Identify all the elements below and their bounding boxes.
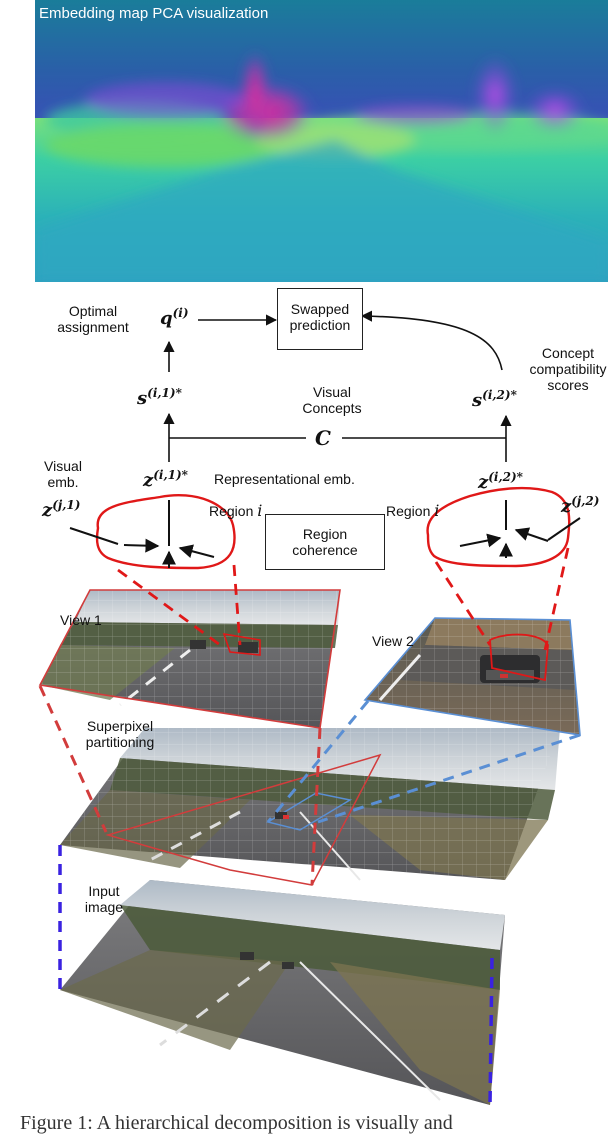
input-image-line2: image <box>84 899 124 915</box>
s1-base: s <box>137 388 148 409</box>
z1-sup: (i,1)* <box>153 468 188 482</box>
region-outline-left <box>95 494 236 570</box>
zj2-symbol: z(j,2) <box>561 494 599 517</box>
s2-sup: (i,2)* <box>482 388 517 402</box>
region-coherence-line1: Region <box>302 526 348 542</box>
region-right-text: Region <box>386 503 431 519</box>
swapped-prediction-line1: Swapped <box>290 301 350 317</box>
region-right-label: Region i <box>386 501 440 520</box>
figure-caption: Figure 1: A hierarchical decomposition i… <box>20 1112 453 1134</box>
concept-compatibility-line3: scores <box>547 377 589 393</box>
plane-connectors <box>38 685 581 1106</box>
z1-symbol: z(i,1)* <box>143 468 188 491</box>
input-image-label: Input image <box>74 883 134 915</box>
view2-label: View 2 <box>372 633 414 649</box>
zj2-base: z <box>561 496 572 517</box>
swapped-prediction-box: Swapped prediction <box>277 288 363 350</box>
region-connectors <box>117 547 570 651</box>
superpixel-line2: partitioning <box>85 734 155 750</box>
swapped-prediction-line2: prediction <box>289 317 351 333</box>
zj2-sup: (j,2) <box>571 494 600 508</box>
q-sup: (i) <box>172 306 189 320</box>
superpixel-plane <box>60 728 560 886</box>
input-image-plane <box>60 880 505 1105</box>
region-left-label: Region i <box>209 501 263 520</box>
pca-title: Embedding map PCA visualization <box>39 5 269 22</box>
pca-visualization <box>35 0 608 282</box>
region-outline-right <box>426 486 571 568</box>
visual-concepts-line2: Concepts <box>302 400 362 416</box>
s2-symbol: s(i,2)* <box>472 388 517 411</box>
c-symbol: C <box>315 426 331 450</box>
zj1-base: z <box>42 500 53 521</box>
visual-concepts-line1: Visual <box>313 384 351 400</box>
representational-emb-label: Representational emb. <box>214 471 355 487</box>
concept-compatibility-line2: compatibility <box>529 361 607 377</box>
s2-base: s <box>472 390 483 411</box>
superpixel-partitioning-label: Superpixel partitioning <box>70 718 170 750</box>
zj1-sup: (j,1) <box>52 498 81 512</box>
visual-emb-line1: Visual <box>44 458 82 474</box>
view1-label: View 1 <box>60 612 102 628</box>
region-left-text: Region <box>209 503 254 519</box>
region-right-var: i <box>434 501 440 520</box>
view1-plane <box>38 589 341 729</box>
input-image-line1: Input <box>88 883 120 899</box>
q-symbol: q(i) <box>160 306 189 329</box>
optimal-assignment-line2: assignment <box>57 319 129 335</box>
q-base: q <box>160 308 173 329</box>
superpixel-line1: Superpixel <box>86 718 154 734</box>
optimal-assignment-line1: Optimal <box>68 303 118 319</box>
optimal-assignment-label: Optimal assignment <box>48 303 138 335</box>
z2-symbol: z(i,2)* <box>478 470 523 493</box>
concept-compatibility-label: Concept compatibility scores <box>512 345 616 393</box>
visual-concepts-label: Visual Concepts <box>282 384 382 416</box>
zj1-symbol: z(j,1) <box>42 498 80 521</box>
s1-symbol: s(i,1)* <box>137 386 182 409</box>
view2-plane <box>363 617 581 736</box>
visual-emb-label: Visual emb. <box>30 458 96 490</box>
s1-sup: (i,1)* <box>147 386 182 400</box>
z2-sup: (i,2)* <box>488 470 523 484</box>
visual-emb-line2: emb. <box>47 474 79 490</box>
z1-base: z <box>143 470 154 491</box>
concept-compatibility-line1: Concept <box>541 345 595 361</box>
region-coherence-line2: coherence <box>292 542 358 558</box>
z2-base: z <box>478 472 489 493</box>
region-left-var: i <box>257 501 263 520</box>
region-coherence-box: Region coherence <box>265 514 385 570</box>
